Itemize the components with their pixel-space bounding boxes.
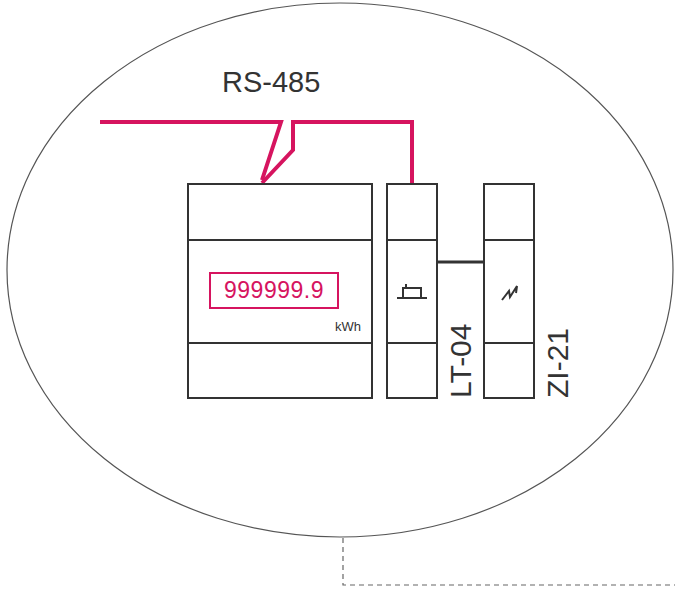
scope-ellipse: [7, 3, 673, 537]
unit-label: kWh: [335, 319, 361, 334]
display-reading: 999999.9: [224, 279, 327, 302]
module-label: LT-04: [446, 324, 476, 399]
module-link: [438, 261, 483, 264]
fuse-module: LT-04: [386, 183, 438, 399]
bus-wire: [100, 122, 281, 180]
dashed-leader: [343, 538, 675, 585]
housing-lines: [188, 240, 533, 343]
meter-display: 999999.9: [209, 272, 339, 309]
fuse-symbol: [397, 284, 427, 298]
rs485-link: [262, 122, 412, 183]
surge-module: ZI-21: [483, 183, 535, 399]
module-label: ZI-21: [543, 328, 573, 398]
bus-name: RS-485: [222, 66, 320, 99]
meter-housing: kWh 999999.9: [187, 183, 373, 399]
surge-symbol: [502, 286, 517, 300]
